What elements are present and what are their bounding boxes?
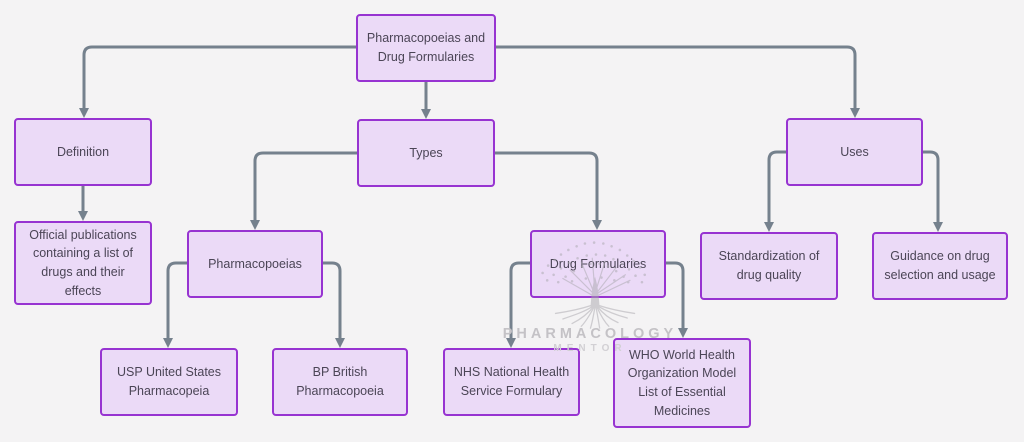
connector-root-definition <box>79 45 356 118</box>
node-uses: Uses <box>786 118 923 186</box>
node-definition-detail-label: Official publications containing a list … <box>29 227 137 298</box>
connector-pharmacopoeias-usp <box>163 261 187 348</box>
node-uses-label: Uses <box>840 144 869 159</box>
node-usp-label: USP United States Pharmacopeia <box>117 365 221 398</box>
node-drug-formularies: Drug Formularies <box>530 230 666 298</box>
node-nhs-label: NHS National Health Service Formulary <box>453 365 570 398</box>
node-definition: Definition <box>14 118 152 186</box>
connector-root-uses <box>496 45 860 118</box>
node-pharmacopoeias: Pharmacopoeias <box>187 230 323 298</box>
node-pharmacopoeias-label: Pharmacopoeias <box>208 256 302 271</box>
connector-uses-standardization <box>764 150 786 232</box>
connector-drug-formularies-nhs <box>506 261 530 348</box>
node-types: Types <box>357 119 495 187</box>
node-root: Pharmacopoeias and Drug Formularies <box>356 14 496 82</box>
connector-uses-guidance <box>923 150 943 232</box>
node-drug-formularies-label: Drug Formularies <box>549 256 647 271</box>
node-definition-detail: Official publications containing a list … <box>14 221 152 305</box>
node-definition-label: Definition <box>56 144 110 159</box>
node-usp: USP United States Pharmacopeia <box>100 348 238 416</box>
node-types-label: Types <box>409 145 443 160</box>
node-guidance-label: Guidance on drug selection and usage <box>884 249 996 282</box>
node-guidance: Guidance on drug selection and usage <box>872 232 1008 300</box>
node-who-label: WHO World Health Organization Model List… <box>627 347 737 418</box>
connector-types-pharmacopoeias <box>250 151 357 230</box>
node-nhs: NHS National Health Service Formulary <box>443 348 580 416</box>
node-root-label: Pharmacopoeias and Drug Formularies <box>366 31 486 64</box>
node-who: WHO World Health Organization Model List… <box>613 338 751 428</box>
connector-pharmacopoeias-bp <box>323 261 345 348</box>
node-bp: BP British Pharmacopoeia <box>272 348 408 416</box>
node-bp-label: BP British Pharmacopoeia <box>296 365 384 398</box>
node-standardization-label: Standardization of drug quality <box>718 249 820 282</box>
connector-drug-formularies-who <box>666 261 688 338</box>
node-standardization: Standardization of drug quality <box>700 232 838 300</box>
connector-types-drug-formularies <box>495 151 602 230</box>
